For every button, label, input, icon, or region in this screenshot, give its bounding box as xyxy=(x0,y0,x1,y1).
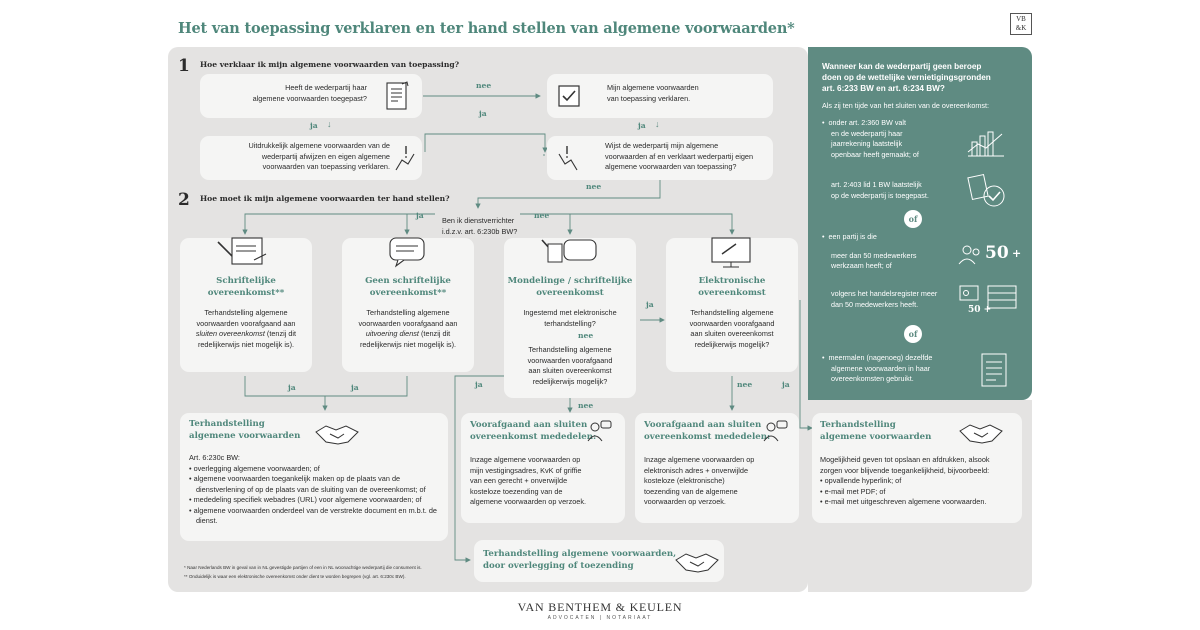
label-nee-right: nee xyxy=(737,380,753,389)
hand-warning-icon xyxy=(558,146,578,171)
section-2-question: Hoe moet ik mijn algemene voorwaarden te… xyxy=(200,194,450,203)
svg-text:50 +: 50 + xyxy=(968,305,991,314)
fifty-plus: + xyxy=(1012,247,1022,260)
label-nee-sub: nee xyxy=(578,331,594,340)
monitor-pen-icon xyxy=(711,237,751,268)
logo-line-2: &K xyxy=(1015,24,1027,32)
logo-badge: VB &K xyxy=(1010,13,1032,35)
section-1-question: Hoe verklaar ik mijn algemene voorwaarde… xyxy=(200,60,460,69)
section-2-number: 2 xyxy=(178,190,190,210)
contract-sign-icon xyxy=(217,237,267,265)
label-ja-mid: ja xyxy=(479,109,487,118)
label-ja-b1: ja xyxy=(288,383,296,392)
label-ja: ja xyxy=(416,211,424,220)
label-nee-top: nee xyxy=(476,81,492,90)
label-ja-right: ja xyxy=(782,380,790,389)
person-chat-icon xyxy=(587,420,612,442)
box-c-text: Uitdrukkelijk algemene voorwaarden van d… xyxy=(248,141,390,171)
label-ja-right: ja xyxy=(638,121,646,130)
sidebar-item-2: • een partij is die meer dan 50 medewerk… xyxy=(822,232,917,270)
arrow-down-right: ↓ xyxy=(655,119,660,129)
out5-title: Terhandstelling algemene voorwaarden,doo… xyxy=(483,549,677,571)
document-icon xyxy=(386,81,409,110)
brand-name: VAN BENTHEM & KEULEN xyxy=(517,600,683,614)
page-title: Het van toepassing verklaren en ter hand… xyxy=(178,20,795,37)
or-badge-1: of xyxy=(904,210,922,228)
person-chat-icon xyxy=(763,420,788,442)
footnote-2: ** Onduidelijk is waar een elektronische… xyxy=(184,574,406,579)
box-c: Uitdrukkelijk algemene voorwaarden van d… xyxy=(200,136,422,180)
logo-line-1: VB xyxy=(1016,15,1026,23)
speech-bubble-icon xyxy=(389,237,425,268)
arrow-down-left: ↓ xyxy=(327,119,332,129)
hand-warning-icon xyxy=(395,146,415,171)
out1-body: Art. 6:230c BW: • overlegging algemene v… xyxy=(189,453,437,525)
handshake-icon xyxy=(675,553,719,573)
handshake-icon xyxy=(315,425,359,445)
people-icon xyxy=(958,245,980,265)
label-ja-mid: ja xyxy=(646,300,654,309)
label-nee: nee xyxy=(534,211,550,220)
handshake-icon xyxy=(959,424,1003,444)
document-check-icon xyxy=(967,173,1005,207)
checkbox-icon xyxy=(558,85,580,107)
section-1-number: 1 xyxy=(178,56,190,76)
sidebar-item-1: • onder art. 2:360 BW valt en de wederpa… xyxy=(822,118,919,159)
label-nee-bottom: nee xyxy=(586,182,602,191)
sidebar-item-3: • meermalen (nagenoeg) dezelfde algemene… xyxy=(822,353,933,383)
or-badge-2: of xyxy=(904,325,922,343)
label-ja-b2: ja xyxy=(351,383,359,392)
label-ja-left: ja xyxy=(310,121,318,130)
document-list-icon xyxy=(981,353,1007,387)
bar-chart-icon xyxy=(967,131,1004,157)
speech-bubble-icon xyxy=(541,239,597,263)
outcome-overlegging: Terhandstelling algemene voorwaarden,doo… xyxy=(474,540,724,582)
footnote-1: * Naar Nederlands BW in geval van in NL … xyxy=(184,565,422,570)
fifty-number: 50 xyxy=(985,243,1009,263)
register-icon: 50 + xyxy=(959,285,1017,314)
sidebar-intro: Als zij ten tijde van het sluiten van de… xyxy=(822,101,990,110)
label-ja-left3: ja xyxy=(475,380,483,389)
label-nee-mid: nee xyxy=(578,401,594,410)
brand-subtitle: ADVOCATEN | NOTARIAAT xyxy=(547,615,653,621)
out4-body: Mogelijkheid geven tot opslaan en afdruk… xyxy=(820,455,990,506)
